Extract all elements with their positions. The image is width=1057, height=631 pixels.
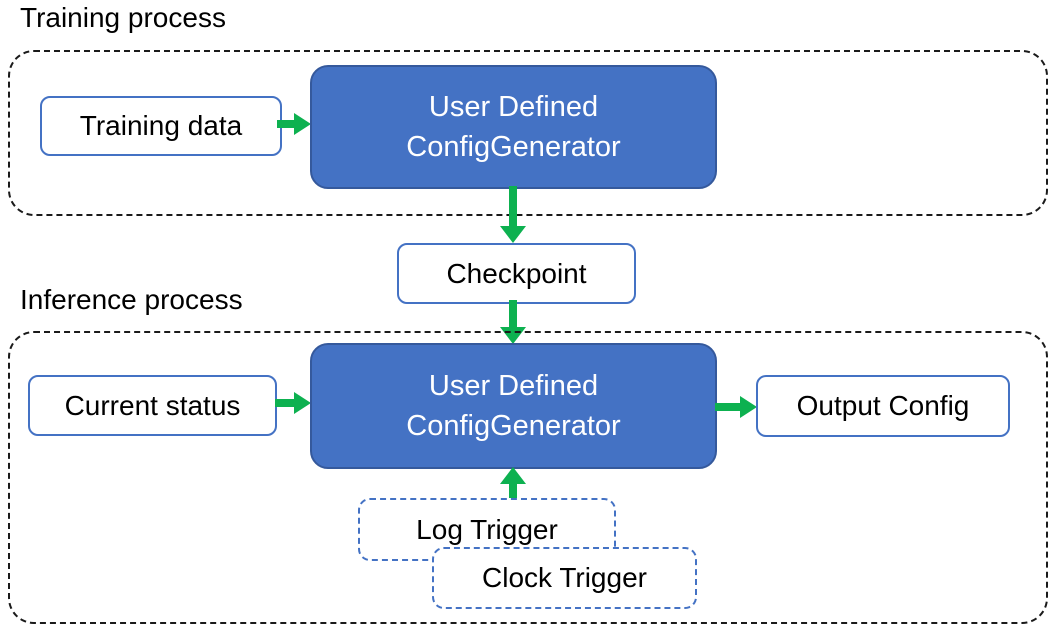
output-config-label: Output Config	[796, 390, 970, 421]
output-config-box: Output Config	[756, 375, 1010, 437]
arrow-shaft	[509, 484, 517, 498]
log-trigger-label: Log Trigger	[416, 513, 558, 545]
arrow-head	[500, 467, 526, 484]
training-data-box: Training data	[40, 96, 282, 156]
current-status-label: Current status	[64, 389, 241, 421]
inference-generator-line1: User Defined	[428, 370, 599, 402]
arrow-shaft	[275, 399, 294, 407]
inference-process-container	[8, 331, 1048, 624]
training-process-container	[8, 50, 1048, 216]
clock-trigger-box: Clock Trigger	[432, 547, 697, 609]
training-data-label: Training data	[79, 110, 243, 141]
arrow-shaft	[509, 300, 517, 327]
checkpoint-label: Checkpoint	[446, 257, 587, 289]
arrow-triggers-to-generator-icon	[500, 467, 526, 498]
arrow-head	[294, 113, 311, 135]
arrow-shaft	[715, 403, 740, 411]
inference-process-title: Inference process	[20, 284, 243, 315]
clock-trigger-label: Clock Trigger	[482, 562, 647, 593]
arrow-current-status-to-generator-icon	[275, 391, 311, 415]
arrow-generator-to-checkpoint-icon	[500, 186, 526, 243]
training-generator-line2: ConfigGenerator	[406, 131, 621, 163]
training-process-title: Training process	[20, 2, 226, 33]
training-generator-box: User Defined ConfigGenerator	[310, 65, 717, 189]
inference-generator-box: User Defined ConfigGenerator	[310, 343, 717, 469]
arrow-head	[294, 392, 311, 414]
training-generator-line1: User Defined	[428, 91, 599, 123]
current-status-box: Current status	[28, 375, 277, 436]
arrow-shaft	[277, 120, 294, 128]
arrow-generator-to-output-icon	[715, 395, 757, 419]
arrow-shaft	[509, 186, 517, 226]
inference-generator-line2: ConfigGenerator	[406, 410, 621, 442]
arrow-training-data-to-generator-icon	[277, 112, 311, 136]
arrow-head	[500, 226, 526, 243]
checkpoint-box: Checkpoint	[397, 243, 636, 304]
arrow-head	[740, 396, 757, 418]
